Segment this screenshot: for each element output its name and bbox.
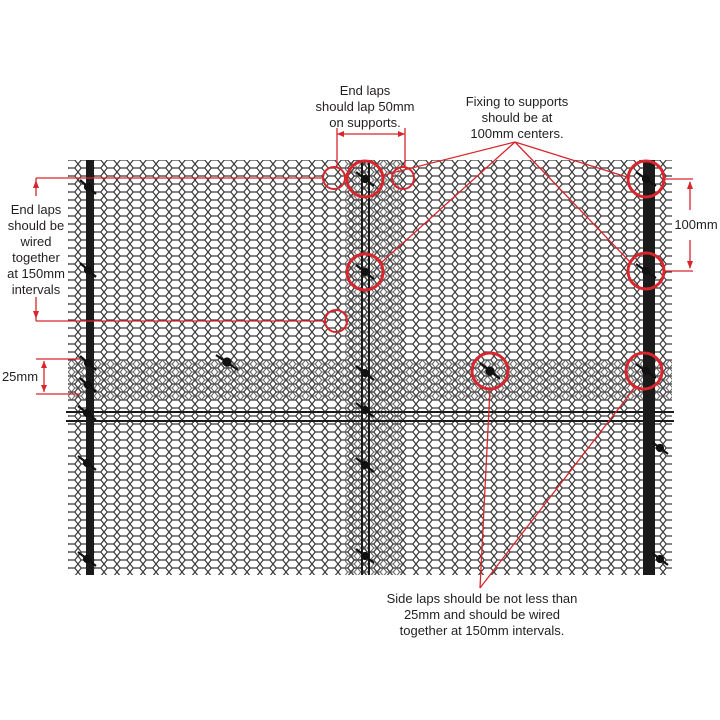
- wire-tie-icon: [79, 179, 97, 195]
- wire-tie-icon: [77, 405, 97, 421]
- wire-tie-icon: [355, 365, 375, 381]
- wire-tie-icon: [635, 171, 657, 187]
- post-left: [86, 160, 94, 575]
- wire-tie-icon: [215, 354, 239, 371]
- annotation-fixing-supports: Fixing to supports should be at 100mm ce…: [465, 94, 569, 141]
- annotation-end-laps-supports: End laps should lap 50mm on supports.: [315, 83, 415, 130]
- annotation-end-laps-wired: End laps should be wired together at 150…: [7, 202, 65, 297]
- wire-tie-icon: [355, 457, 375, 473]
- wire-tie-icon: [355, 264, 375, 280]
- wire-tie-icon: [355, 402, 375, 418]
- wire-tie-icon: [79, 355, 97, 371]
- post-right: [643, 160, 655, 575]
- annotation-dim-25mm: 25mm: [1, 369, 39, 384]
- wire-tie-icon: [651, 552, 669, 566]
- posts: [86, 160, 655, 575]
- annotation-dim-100mm: 100mm: [674, 217, 718, 232]
- wire-tie-icon: [355, 171, 375, 187]
- wire-ties: [77, 171, 669, 567]
- callout-circle-end-lap-left: [322, 166, 346, 190]
- wire-tie-icon: [79, 377, 97, 393]
- callout-circle-fixing-mid: [345, 252, 385, 292]
- annotation-side-laps: Side laps should be not less than 25mm a…: [386, 591, 578, 638]
- wire-tie-icon: [479, 362, 501, 380]
- wire-tie-icon: [79, 262, 97, 278]
- wire-tie-icon: [77, 455, 97, 471]
- callout-circle-fixing-top-mid: [345, 159, 385, 199]
- callout-circle-end-lap-right: [391, 166, 415, 190]
- callout-circle-side-lap-right: [624, 351, 664, 391]
- wire-tie-icon: [355, 548, 375, 564]
- wire-tie-icon: [635, 363, 657, 379]
- wire-tie-icon: [635, 263, 657, 279]
- wire-tie-icon: [651, 441, 669, 455]
- wire-tie-icon: [77, 551, 97, 567]
- callouts: [33, 128, 693, 589]
